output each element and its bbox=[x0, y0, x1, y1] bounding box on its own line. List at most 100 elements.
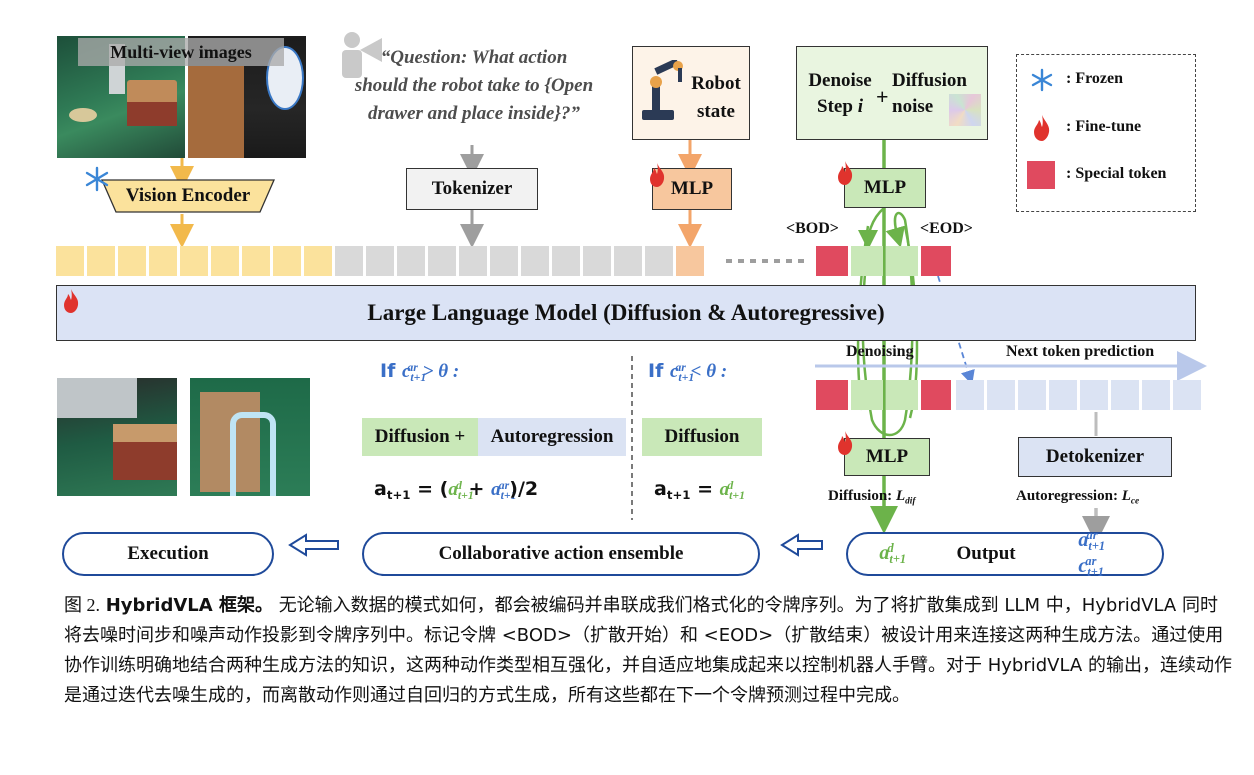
denoise-step-text: Denoise Step bbox=[808, 70, 872, 117]
finetune-flame-icon-llm bbox=[64, 289, 79, 313]
text-token bbox=[428, 246, 456, 276]
drawer-top-shape bbox=[113, 424, 177, 442]
out-ar-token bbox=[1142, 380, 1170, 410]
question-text: “Question: What action should the robot … bbox=[354, 47, 594, 124]
caption-title: HybridVLA 框架。 bbox=[105, 595, 273, 616]
vision-encoder-shape bbox=[101, 179, 275, 213]
robot-state-box bbox=[632, 46, 750, 140]
eod-label: <EOD> bbox=[920, 220, 973, 237]
condition-high-if: If bbox=[380, 360, 396, 382]
output-pill: at+1d Output at+1ar ct+1ar bbox=[846, 528, 1164, 579]
figure-caption: 图 2. HybridVLA 框架。 无论输入数据的模式如何，都会被编码并串联成… bbox=[64, 590, 1234, 711]
robot-state-token bbox=[676, 246, 704, 276]
diffusion-part-box: Diffusion + bbox=[362, 418, 478, 456]
finetune-flame-icon-noise bbox=[838, 161, 853, 185]
noise-patch-icon bbox=[949, 94, 981, 126]
next-token-label: Next token prediction bbox=[1006, 343, 1155, 360]
out-eod-token bbox=[921, 380, 951, 410]
vision-token bbox=[87, 246, 115, 276]
vision-encoder-label: Vision Encoder bbox=[125, 185, 251, 206]
collab-ensemble-pill: Collaborative action ensemble bbox=[362, 532, 760, 576]
detokenizer-box: Detokenizer bbox=[1018, 437, 1172, 477]
eod-token bbox=[921, 246, 951, 276]
frozen-snowflake-icon bbox=[85, 166, 109, 192]
bowl-shape bbox=[69, 108, 97, 122]
finetune-flame-icon-bottom bbox=[838, 431, 853, 455]
execution-pill: Execution bbox=[62, 532, 274, 576]
diffusion-only-box: Diffusion bbox=[642, 418, 762, 456]
hollow-arrow-left bbox=[288, 533, 339, 557]
legend-frozen: : Frozen bbox=[1066, 70, 1124, 87]
vision-token bbox=[242, 246, 270, 276]
legend-snowflake-icon bbox=[1031, 68, 1053, 92]
plus-sign: + bbox=[876, 84, 889, 109]
noise-token bbox=[886, 246, 918, 276]
out-diff-token bbox=[851, 380, 883, 410]
output-ar-action: at+1ar ct+1ar bbox=[1078, 527, 1108, 580]
out-ar-token bbox=[956, 380, 984, 410]
output-label: Output bbox=[956, 543, 1016, 564]
vision-token bbox=[118, 246, 146, 276]
vision-token bbox=[304, 246, 332, 276]
formula-diffusion: at+1 = at+1d bbox=[654, 478, 746, 503]
text-token bbox=[459, 246, 487, 276]
legend-flame-icon bbox=[1034, 115, 1050, 141]
denoising-label: Denoising bbox=[846, 343, 914, 360]
out-ar-token bbox=[1111, 380, 1139, 410]
out-ar-token bbox=[987, 380, 1015, 410]
robot-state-label: Robot state bbox=[691, 73, 741, 122]
legend-special-swatch bbox=[1027, 161, 1055, 189]
execution-image-right bbox=[190, 378, 310, 496]
drawer-front bbox=[127, 102, 177, 126]
diffusion-noise-label: Diffusion noise bbox=[892, 70, 967, 117]
ar-loss: Autoregression: Lce bbox=[1016, 488, 1140, 507]
out-diff-token bbox=[886, 380, 918, 410]
out-bod-token bbox=[816, 380, 848, 410]
text-token bbox=[614, 246, 642, 276]
bod-token bbox=[816, 246, 848, 276]
text-token bbox=[490, 246, 518, 276]
bod-label: <BOD> bbox=[786, 220, 839, 237]
output-diffusion-action: at+1d bbox=[879, 540, 907, 567]
text-token bbox=[552, 246, 580, 276]
vision-token bbox=[149, 246, 177, 276]
execution-image-left bbox=[57, 378, 177, 496]
legend-box bbox=[1016, 54, 1196, 212]
caption-fig-number: 图 2. bbox=[64, 595, 100, 615]
mlp-noise-box: MLP bbox=[844, 168, 926, 208]
diffusion-loss: Diffusion: Ldif bbox=[828, 488, 916, 507]
speaker-icon bbox=[342, 32, 382, 78]
robot-arm-icon bbox=[642, 60, 683, 120]
vision-token bbox=[180, 246, 208, 276]
condition-high-expr: ct+1ar > θ : bbox=[401, 360, 460, 385]
text-token bbox=[645, 246, 673, 276]
figure-canvas: Multi-view images “Question: What action… bbox=[56, 32, 1207, 579]
formula-mixed: at+1 = (at+1d + at+1ar)/2 bbox=[374, 478, 539, 503]
diffusion-loss-text: Diffusion: bbox=[828, 488, 893, 504]
handle-shape bbox=[230, 412, 276, 496]
legend-finetune: : Fine-tune bbox=[1066, 118, 1142, 135]
condition-low-expr: ct+1ar < θ : bbox=[669, 360, 728, 385]
vision-token bbox=[211, 246, 239, 276]
tokenizer-box: Tokenizer bbox=[406, 168, 538, 210]
vision-token bbox=[273, 246, 301, 276]
noise-token bbox=[851, 246, 883, 276]
robot-gripper-shape bbox=[57, 378, 137, 418]
text-token bbox=[397, 246, 425, 276]
text-token bbox=[583, 246, 611, 276]
out-ar-token bbox=[1080, 380, 1108, 410]
condition-low: If ct+1ar < θ : bbox=[648, 360, 727, 385]
formula-diffusion-prefix: a bbox=[654, 478, 667, 500]
formula-mixed-prefix: a bbox=[374, 478, 387, 500]
denoise-step-var: i bbox=[857, 96, 863, 117]
out-ar-token bbox=[1018, 380, 1046, 410]
mlp-diffusion-box: MLP bbox=[844, 438, 930, 476]
vision-token bbox=[56, 246, 84, 276]
text-token bbox=[521, 246, 549, 276]
ar-loss-text: Autoregression: bbox=[1016, 488, 1118, 504]
multiview-label: Multi-view images bbox=[78, 38, 284, 66]
caption-body: 无论输入数据的模式如何，都会被编码并串联成我们格式化的令牌序列。为了将扩散集成到… bbox=[64, 595, 1232, 706]
condition-high: If ct+1ar > θ : bbox=[380, 360, 459, 385]
out-ar-token bbox=[1049, 380, 1077, 410]
text-token bbox=[335, 246, 363, 276]
